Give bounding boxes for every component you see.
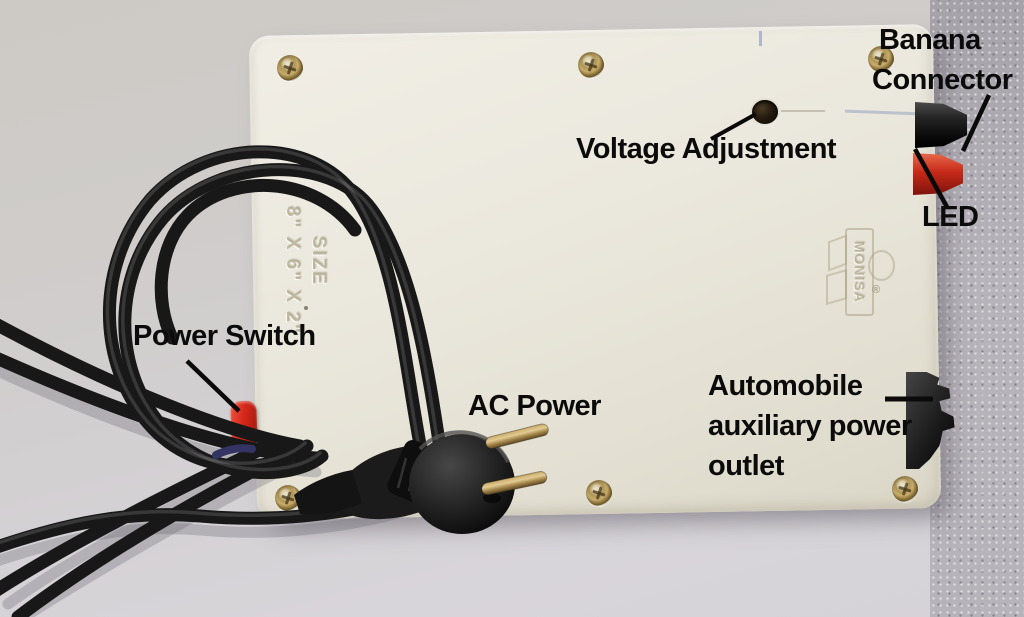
- mould-dot: [304, 306, 308, 310]
- logo-swirl-icon: [868, 250, 895, 281]
- voltage-adjustment-label: Voltage Adjustment: [576, 133, 837, 165]
- scratch-mark: [781, 110, 825, 112]
- screw: [277, 55, 303, 81]
- led-label: LED: [922, 201, 979, 233]
- power-switch: [230, 400, 258, 448]
- voltage-adjustment-hole: [752, 100, 778, 124]
- screw: [578, 52, 604, 78]
- embossed-size-line2: 8" X 6" X 2": [282, 206, 303, 336]
- automobile-outlet-label-line1: Automobile: [708, 370, 863, 402]
- registered-trademark-symbol: ®: [872, 284, 881, 296]
- power-switch-label: Power Switch: [133, 320, 316, 352]
- embossed-size-line1: SIZE: [308, 235, 329, 287]
- ac-power-label: AC Power: [468, 390, 601, 422]
- blue-wire-segment: [212, 444, 256, 459]
- screw: [868, 46, 894, 72]
- automobile-outlet-label-line2: auxiliary power: [708, 410, 912, 442]
- brand-name: MONISA: [851, 241, 868, 303]
- screw: [586, 480, 612, 506]
- blue-pen-mark: [759, 31, 762, 46]
- banana-connector-label-line2: Connector: [872, 64, 1013, 96]
- logo-chevron-icon: [826, 268, 847, 306]
- monisa-logo-emboss: MONISA ®: [826, 228, 896, 316]
- automobile-outlet-label-line3: outlet: [708, 450, 784, 482]
- screw: [892, 476, 918, 502]
- automobile-outlet-label: Automobile auxiliary power outlet: [708, 366, 912, 486]
- banana-connector-label-line1: Banana: [879, 24, 981, 56]
- screw: [275, 485, 301, 511]
- power-switch-line: [185, 359, 241, 413]
- embossed-size-text: SIZE 8" X 6" X 2": [279, 206, 331, 336]
